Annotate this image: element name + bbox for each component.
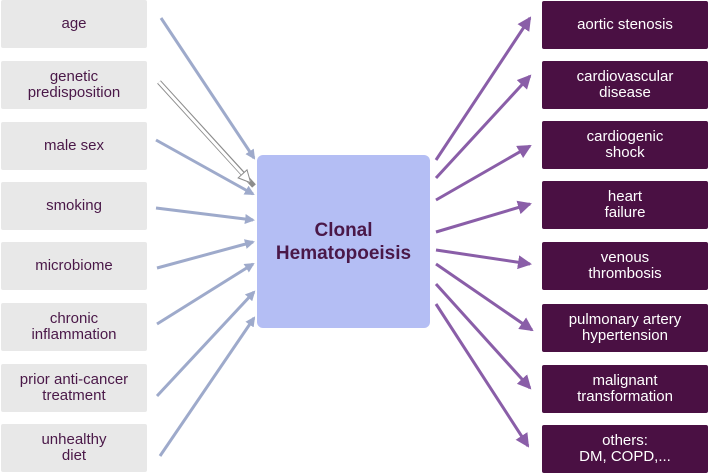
outcome-label: aortic stenosis bbox=[577, 16, 673, 33]
outcome-label-line2: thrombosis bbox=[588, 265, 662, 282]
outcome-box-others: others:DM, COPD,... bbox=[542, 425, 708, 473]
outcome-label-line2: shock bbox=[605, 144, 645, 161]
outcome-label: heart bbox=[607, 188, 643, 205]
cause-box-microbiome: microbiome bbox=[1, 242, 147, 290]
cause-label-line2: treatment bbox=[42, 387, 106, 404]
arrow-cardiovascular-disease bbox=[434, 74, 532, 180]
cause-label: male sex bbox=[43, 137, 105, 154]
outcome-box-aortic-stenosis: aortic stenosis bbox=[542, 1, 708, 49]
arrow-unhealthy-diet bbox=[158, 316, 256, 457]
outcome-label: others: bbox=[602, 432, 648, 449]
cause-label: age bbox=[61, 15, 87, 32]
cause-label-line2: diet bbox=[61, 447, 87, 464]
outcome-label-line2: disease bbox=[599, 84, 651, 101]
arrow-others bbox=[434, 303, 530, 448]
arrow-age bbox=[159, 17, 256, 160]
outcome-label: cardiogenic bbox=[586, 128, 664, 145]
cause-label: genetic bbox=[49, 68, 99, 85]
cause-label: unhealthy bbox=[41, 431, 107, 448]
arrow-microbiome bbox=[156, 239, 255, 270]
center-node-clonal-hematopoeisis: Clonal Hematopoeisis bbox=[257, 155, 430, 328]
outcome-label-line2: DM, COPD,... bbox=[579, 448, 671, 465]
cause-box-smoking: smoking bbox=[1, 182, 147, 230]
outcome-label: venous bbox=[600, 249, 650, 266]
outcome-label: cardiovascular bbox=[576, 68, 674, 85]
cause-label: microbiome bbox=[35, 257, 113, 274]
cause-label-line2: inflammation bbox=[31, 326, 117, 343]
arrow-prior-anti-cancer-treatment bbox=[155, 290, 256, 398]
cause-box-age: age bbox=[1, 0, 147, 48]
arrow-cardiogenic-shock bbox=[435, 144, 532, 202]
arrow-male-sex bbox=[155, 138, 255, 196]
outcome-label-line2: failure bbox=[604, 204, 646, 221]
center-title-line2: Hematopoeisis bbox=[275, 242, 412, 264]
cause-label: chronic bbox=[49, 310, 99, 327]
cause-label: smoking bbox=[46, 197, 102, 214]
cause-box-male-sex: male sex bbox=[1, 122, 147, 170]
arrow-chronic-inflammation bbox=[156, 262, 255, 326]
outcome-label-line2: transformation bbox=[577, 388, 673, 405]
outcome-label: pulmonary artery bbox=[568, 311, 682, 328]
outcome-label-line2: hypertension bbox=[582, 327, 668, 344]
arrow-venous-thrombosis bbox=[435, 248, 532, 270]
center-title-line1: Clonal bbox=[314, 219, 373, 241]
outcome-label: malignant bbox=[592, 372, 658, 389]
arrow-smoking bbox=[155, 206, 255, 224]
arrow-heart-failure bbox=[435, 200, 532, 234]
arrow-aortic-stenosis bbox=[434, 16, 532, 161]
arrow-pulmonary-artery-hypertension bbox=[435, 262, 534, 332]
cause-label: prior anti-cancer bbox=[19, 371, 129, 388]
arrow-malignant-transformation bbox=[434, 282, 532, 390]
cause-label-line2: predisposition bbox=[27, 84, 121, 101]
